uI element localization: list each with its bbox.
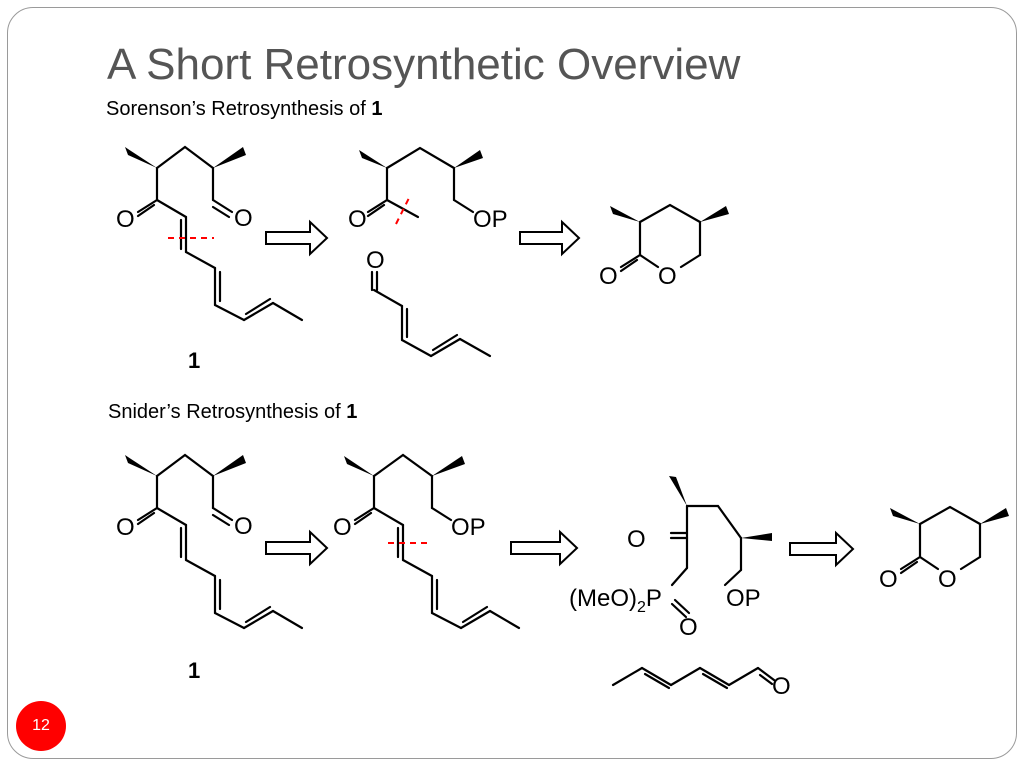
snider-lactone: O O bbox=[879, 505, 1009, 593]
dienal-oxygen-label: O bbox=[366, 247, 385, 274]
wedge-bond-icon bbox=[344, 456, 374, 476]
retrosynthesis-arrow-icon bbox=[789, 530, 855, 568]
disconnection-mark-icon bbox=[395, 195, 411, 225]
sorenson-heading-compound: 1 bbox=[371, 98, 383, 120]
protected-alcohol-label: OP bbox=[726, 585, 761, 612]
wedge-bond-icon bbox=[610, 206, 640, 222]
wedge-bond-icon bbox=[454, 150, 483, 168]
dimethoxy-label: (MeO)2P bbox=[569, 585, 662, 616]
ketone-oxygen-label: O bbox=[116, 514, 135, 541]
protected-alcohol-label: OP bbox=[451, 514, 486, 541]
wedge-bond-icon bbox=[890, 508, 920, 524]
retrosynthesis-arrow-icon bbox=[265, 219, 329, 257]
snider-intermediate-dienone: O OP bbox=[333, 453, 521, 630]
snider-heading-text: Snider’s Retrosynthesis of bbox=[108, 401, 347, 423]
phosphonate-ketone-oxygen-label: O bbox=[627, 526, 646, 553]
snider-target-molecule-1: O O bbox=[116, 453, 304, 630]
wedge-bond-icon bbox=[213, 455, 246, 476]
wedge-bond-icon bbox=[359, 150, 387, 168]
sorenson-lactone: O O bbox=[599, 203, 729, 290]
lactone-carbonyl-oxygen-label: O bbox=[879, 566, 898, 593]
wedge-bond-icon bbox=[125, 147, 157, 168]
lactone-carbonyl-oxygen-label: O bbox=[599, 263, 618, 290]
snider-heading: Snider’s Retrosynthesis of 1 bbox=[108, 401, 357, 424]
lactone-ring-oxygen-label: O bbox=[658, 263, 677, 290]
slide-title: A Short Retrosynthetic Overview bbox=[107, 40, 741, 89]
snider-compound-label: 1 bbox=[188, 658, 200, 683]
dienal-oxygen-label: O bbox=[772, 673, 791, 700]
wedge-bond-icon bbox=[980, 508, 1009, 524]
snider-dienal-fragment: O bbox=[611, 666, 791, 700]
wedge-bond-icon bbox=[125, 455, 157, 476]
sorenson-heading: Sorenson’s Retrosynthesis of 1 bbox=[106, 98, 382, 121]
sorenson-target-molecule-1: O O bbox=[116, 145, 304, 322]
wedge-bond-icon bbox=[700, 206, 729, 222]
intermediate-oxygen-label: O bbox=[333, 514, 352, 541]
page-number-badge: 12 bbox=[16, 701, 66, 751]
slide-frame bbox=[7, 7, 1017, 759]
lactone-ring-oxygen-label: O bbox=[938, 566, 957, 593]
aldehyde-oxygen-label: O bbox=[234, 205, 253, 232]
wedge-bond-icon bbox=[669, 476, 687, 506]
protected-alcohol-label: OP bbox=[473, 206, 508, 233]
sorenson-dienal-fragment: O bbox=[366, 247, 492, 358]
phosphoryl-oxygen-label: O bbox=[679, 614, 698, 641]
wedge-bond-icon bbox=[213, 147, 246, 168]
wedge-bond-icon bbox=[741, 533, 772, 541]
snider-phosphonate-fragment: O (MeO)2P O OP bbox=[569, 476, 772, 641]
retrosynthesis-arrow-icon bbox=[265, 529, 329, 567]
retrosynthesis-arrow-icon bbox=[510, 529, 579, 567]
sorenson-heading-text: Sorenson’s Retrosynthesis of bbox=[106, 98, 372, 120]
sorenson-compound-label: 1 bbox=[188, 348, 200, 373]
sorenson-intermediate-ketone: O OP bbox=[348, 146, 508, 233]
ketone-oxygen-label: O bbox=[116, 206, 135, 233]
snider-heading-compound: 1 bbox=[346, 401, 358, 423]
aldehyde-oxygen-label: O bbox=[234, 513, 253, 540]
retrosynthesis-arrow-icon bbox=[519, 219, 581, 257]
wedge-bond-icon bbox=[432, 456, 465, 476]
intermediate-oxygen-label: O bbox=[348, 206, 367, 233]
